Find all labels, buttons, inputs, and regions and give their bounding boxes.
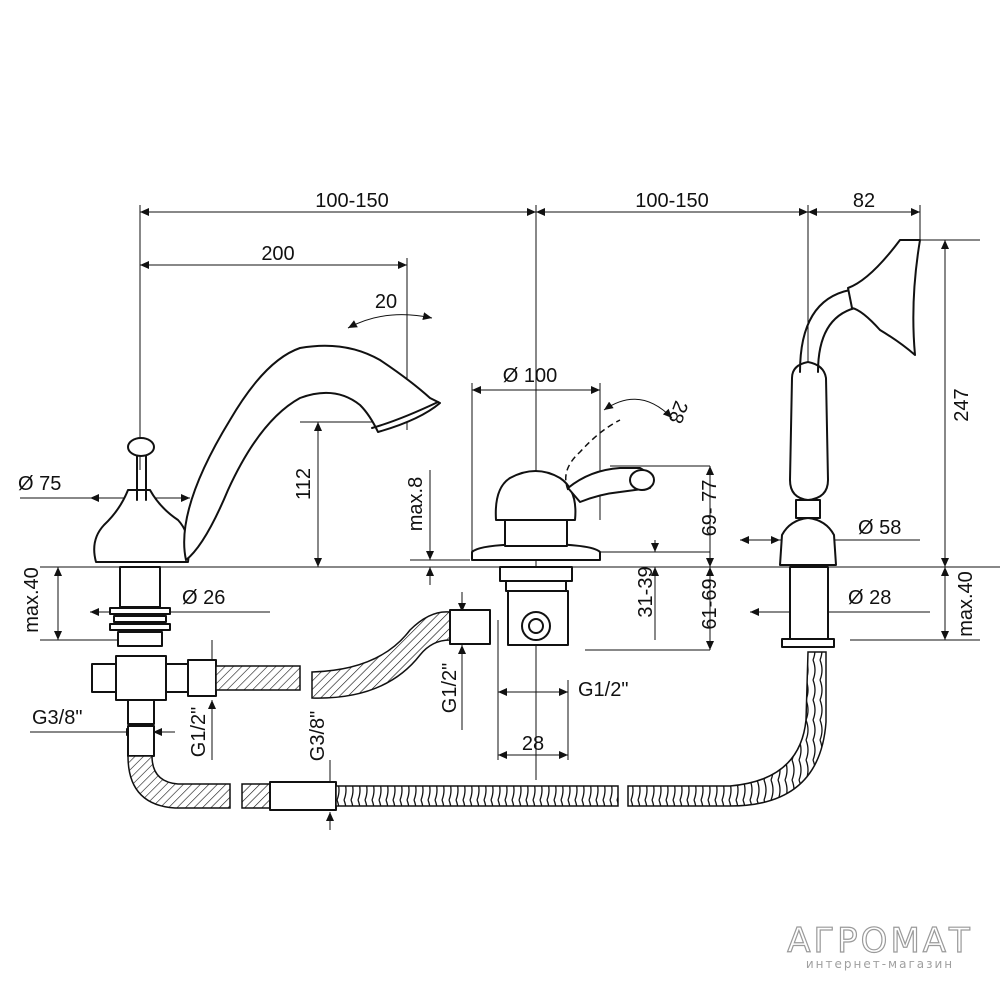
dim-thread-g38-left: G3/8" (32, 707, 82, 729)
dimension-labels: 100-150 100-150 82 200 20 112 Ø 75 max.4… (18, 190, 977, 761)
dim-range-69-77: 69- 77 (699, 480, 721, 537)
dim-max-8: max.8 (405, 477, 427, 531)
dim-spout-reach: 200 (261, 243, 294, 265)
watermark-brand: АГРОМАТ (787, 921, 973, 961)
dim-handshower-height: 247 (951, 388, 973, 421)
watermark: АГРОМАТ интернет-магазин (787, 920, 973, 971)
dim-max-deck-right: max.40 (955, 571, 977, 637)
dim-spacing-right: 100-150 (635, 190, 708, 212)
dim-range-31-39: 31-39 (635, 566, 657, 617)
watermark-tagline: интернет-магазин (806, 957, 954, 971)
dim-holder-shank-diameter: Ø 28 (848, 587, 891, 609)
dim-base-diameter: Ø 75 (18, 473, 61, 495)
hoses (127, 609, 827, 811)
dim-holder-diameter: Ø 58 (858, 517, 901, 539)
diverter-assembly (471, 419, 655, 646)
spout-assembly (91, 344, 441, 757)
dim-spacing-left: 100-150 (315, 190, 388, 212)
dim-diverter-diameter: Ø 100 (503, 365, 557, 387)
dim-range-61-69: 61-69 (699, 578, 721, 629)
dim-outlet-width: 28 (522, 733, 544, 755)
dim-thread-g12-mid-vertical: G1/2" (439, 663, 461, 713)
dim-handshower-width: 82 (853, 190, 875, 212)
dim-thread-g38-mid: G3/8" (307, 711, 329, 761)
dim-max-deck-left: max.40 (21, 567, 43, 633)
dimension-lines (20, 208, 949, 830)
dim-thread-g12-left: G1/2" (188, 707, 210, 757)
handshower-assembly (779, 239, 921, 648)
dim-lever-angle: 28 (663, 398, 691, 426)
dim-spout-height: 112 (293, 468, 315, 500)
dim-shank-diameter: Ø 26 (182, 587, 225, 609)
dim-spout-angle: 20 (375, 291, 397, 313)
dim-thread-g12-mid-horizontal: G1/2" (578, 679, 628, 701)
